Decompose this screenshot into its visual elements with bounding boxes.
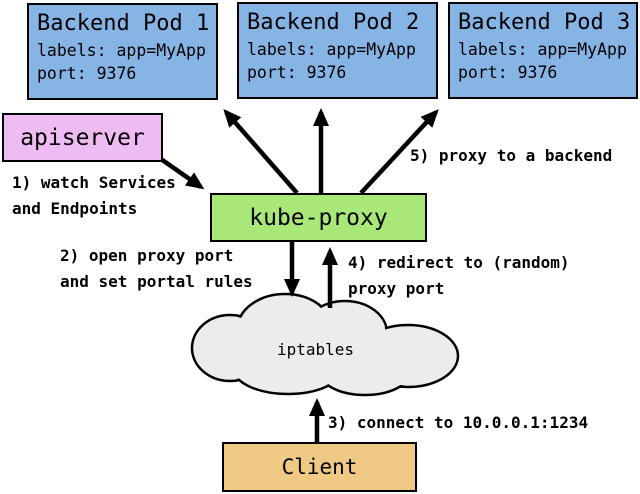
backend-pod-3-box: Backend Pod 3 labels: app=MyApp port: 93… [448, 2, 638, 99]
backend-pod-3-title: Backend Pod 3 [458, 10, 631, 35]
step-5-label: 5) proxy to a backend [410, 143, 612, 169]
arrow-apiserver-to-kubeproxy [156, 155, 205, 190]
step-2-line-2: and set portal rules [60, 272, 253, 291]
kube-proxy-box: kube-proxy [210, 193, 427, 242]
backend-pod-2-labels: labels: app=MyApp [247, 40, 416, 59]
step-5-line-1: 5) proxy to a backend [410, 146, 613, 165]
backend-pod-2-title: Backend Pod 2 [247, 10, 420, 35]
backend-pod-1-box: Backend Pod 1 labels: app=MyApp port: 93… [27, 3, 218, 100]
apiserver-label: apiserver [20, 124, 145, 151]
step-3-line-1: 3) connect to 10.0.0.1:1234 [328, 413, 589, 432]
step-4-label: 4) redirect to (random) proxy port [348, 250, 570, 302]
step-2-line-1: 2) open proxy port [60, 246, 234, 265]
backend-pod-2-port: port: 9376 [247, 63, 347, 82]
arrow-kubeproxy-to-pod1 [223, 108, 299, 195]
client-label: Client [281, 455, 358, 479]
step-2-label: 2) open proxy port and set portal rules [60, 243, 253, 295]
iptables-cloud [190, 292, 460, 397]
step-4-line-2: proxy port [348, 279, 445, 298]
backend-pod-3-port: port: 9376 [458, 63, 558, 82]
backend-pod-1-labels: labels: app=MyApp [37, 41, 206, 60]
kube-proxy-label: kube-proxy [249, 204, 388, 231]
arrow-kubeproxy-to-pod3 [359, 109, 439, 195]
iptables-label: iptables [277, 340, 355, 359]
apiserver-box: apiserver [2, 113, 163, 162]
step-1-line-1: 1) watch Services [12, 173, 176, 192]
step-3-label: 3) connect to 10.0.0.1:1234 [328, 410, 588, 436]
backend-pod-1-port: port: 9376 [37, 64, 137, 83]
backend-pod-1-title: Backend Pod 1 [37, 11, 210, 36]
client-box: Client [222, 442, 417, 492]
step-1-label: 1) watch Services and Endpoints [12, 170, 176, 222]
backend-pod-3-labels: labels: app=MyApp [458, 40, 627, 59]
backend-pod-2-box: Backend Pod 2 labels: app=MyApp port: 93… [237, 2, 438, 99]
step-4-line-1: 4) redirect to (random) [348, 253, 570, 272]
step-1-line-2: and Endpoints [12, 199, 138, 218]
